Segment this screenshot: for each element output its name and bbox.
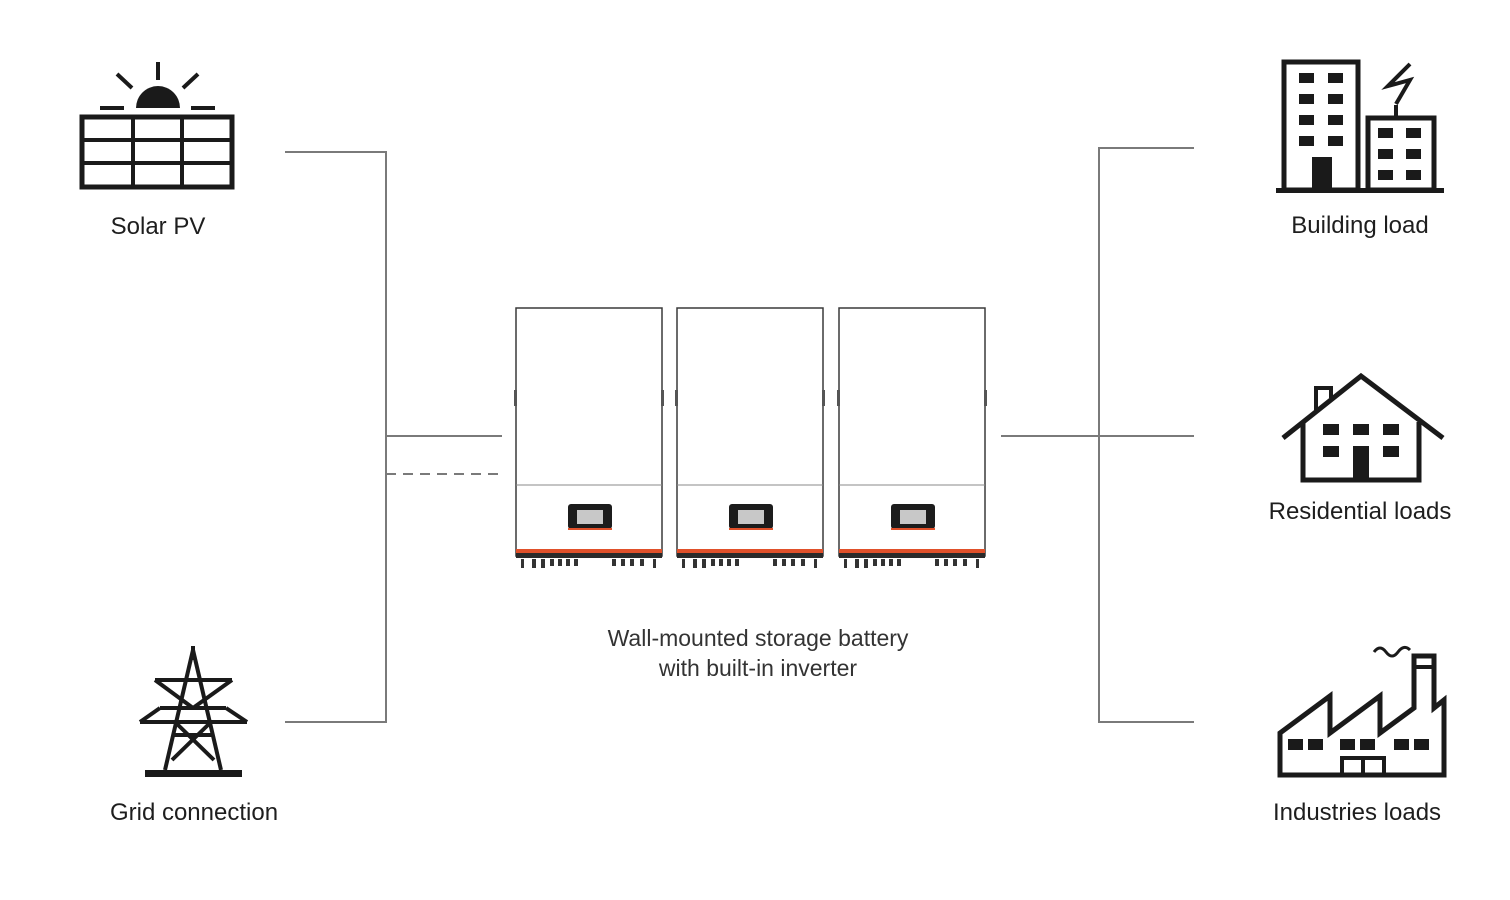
load-bus-line — [1098, 147, 1194, 723]
connection-lines — [285, 147, 1194, 723]
battery-caption-line1: Wall-mounted storage battery — [608, 625, 909, 651]
house-icon — [1281, 372, 1445, 483]
industries-loads-label: Industries loads — [1273, 799, 1441, 826]
battery-unit-2 — [675, 307, 825, 568]
wall-battery-inverter-icon — [514, 307, 987, 568]
solar-connection-line — [285, 151, 387, 723]
battery-unit-3 — [837, 307, 987, 568]
transmission-tower-icon — [138, 646, 249, 777]
grid-connection-label: Grid connection — [110, 799, 278, 826]
battery-caption-line2: with built-in inverter — [658, 655, 857, 681]
factory-icon — [1277, 645, 1447, 778]
battery-unit-1 — [514, 307, 664, 568]
solar-panel-icon — [79, 62, 235, 190]
solar-pv-label: Solar PV — [111, 213, 206, 240]
building-icon — [1276, 59, 1444, 193]
building-load-label: Building load — [1291, 212, 1428, 239]
residential-loads-label: Residential loads — [1269, 498, 1452, 525]
